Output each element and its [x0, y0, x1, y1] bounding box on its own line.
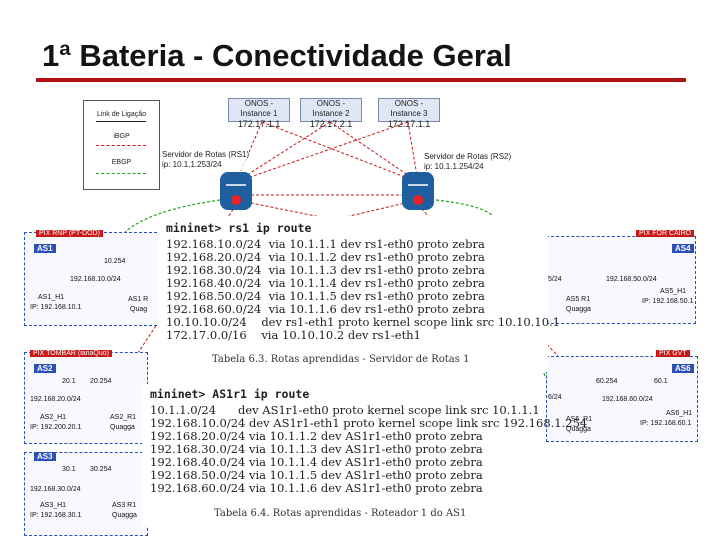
as3-router: AS3 R1: [112, 502, 137, 509]
route-row: 10.1.1.0/24 dev AS1r1-eth0 proto kernel …: [150, 403, 540, 417]
as2-ip: IP: 192.200.20.1: [30, 424, 82, 431]
slide-title: 1ª Bateria - Conectividade Geral: [42, 38, 512, 73]
rs2-router-icon: [402, 172, 434, 210]
legend-ibgp-line: [96, 145, 146, 146]
onos-name: ONOS - Instance 2: [312, 99, 350, 118]
as6-host-ip: 60.1: [654, 378, 668, 385]
as2-num: AS2: [34, 364, 56, 373]
as6-quagga: Quagga: [566, 426, 591, 433]
as6-gw: 60.254: [596, 378, 618, 385]
rs1-router-icon: [220, 172, 252, 210]
as6-router: AS6_R1: [566, 416, 593, 423]
as5-left-net: 5/24: [548, 276, 562, 283]
legend-link-line: [96, 121, 146, 122]
as1r1-command: mininet> AS1r1 ip route: [150, 387, 310, 401]
onos-instance-1: ONOS - Instance 1 172.17.1.1: [228, 98, 290, 129]
route-table-as1r1: mininet> AS1r1 ip route 10.1.1.0/24 dev …: [142, 384, 587, 526]
as6-num: AS6: [672, 364, 694, 373]
as2-gw: 20.254: [90, 378, 112, 385]
as5-net: 192.168.50.0/24: [606, 276, 657, 283]
as1-router: AS1 R: [128, 296, 149, 303]
rs2-ip: ip: 10.1.1.254/24: [424, 162, 484, 171]
route-row: 192.168.60.0/24 via 10.1.1.6 dev AS1r1-e…: [150, 481, 483, 495]
onos-name: ONOS - Instance 1: [240, 99, 278, 118]
rs2-name: Servidor de Rotas (RS2): [424, 152, 512, 161]
as2-host-ip: 20.1: [62, 378, 76, 385]
route-row: 172.17.0.0/16 via 10.10.10.2 dev rs1-eth…: [166, 328, 421, 342]
route-row: 192.168.10.0/24 dev AS1r1-eth1 proto ker…: [150, 416, 588, 430]
rs1-command: mininet> rs1 ip route: [166, 221, 312, 235]
route-row: 192.168.60.0/24 via 10.1.1.6 dev rs1-eth…: [166, 302, 485, 316]
as3-gw: 30.254: [90, 466, 112, 473]
as6-tag: PIX GVT: [656, 350, 690, 357]
as1-quagga: Quag: [130, 306, 148, 313]
as2-host: AS2_H1: [40, 414, 67, 421]
as5-tag: PIX FOR CAIRO: [636, 230, 695, 237]
as5-quagga: Quagga: [566, 306, 591, 313]
route-row: 192.168.50.0/24 via 10.1.1.5 dev AS1r1-e…: [150, 468, 483, 482]
route-row: 192.168.10.0/24 via 10.1.1.1 dev rs1-eth…: [166, 237, 485, 251]
as3-quagga: Quagga: [112, 512, 137, 519]
onos-ip: 172.17.1.1: [387, 119, 431, 129]
legend-link: Link de Ligação: [96, 111, 147, 118]
as2-net: 192.168.20.0/24: [30, 396, 81, 403]
legend-box: Link de Ligação iBGP EBGP: [83, 100, 160, 190]
title-rule: [36, 78, 686, 82]
legend-ebgp: EBGP: [111, 159, 132, 166]
rs1-ip: ip: 10.1.1.253/24: [162, 160, 222, 169]
as3-host: AS3_H1: [40, 502, 67, 509]
as6-net: 192.168.60.0/24: [602, 396, 653, 403]
as3-net: 192.168.30.0/24: [30, 486, 81, 493]
onos-instance-3: ONOS - Instance 3 172.17.1.1: [378, 98, 440, 129]
table1-caption: Tabela 6.3. Rotas aprendidas - Servidor …: [212, 354, 470, 365]
legend-ebgp-line: [96, 173, 146, 174]
as1-ip: IP: 192.168.10.1: [30, 304, 82, 311]
route-row: 192.168.40.0/24 via 10.1.1.4 dev AS1r1-e…: [150, 455, 483, 469]
as1-net: 192.168.10.0/24: [70, 276, 121, 283]
route-row: 192.168.30.0/24 via 10.1.1.3 dev AS1r1-e…: [150, 442, 483, 456]
route-row: 192.168.50.0/24 via 10.1.1.5 dev rs1-eth…: [166, 289, 485, 303]
as6-left-net: 6/24: [548, 394, 562, 401]
onos-name: ONOS - Instance 3: [390, 99, 428, 118]
table2-caption: Tabela 6.4. Rotas aprendidas - Roteador …: [214, 508, 467, 519]
onos-ip: 172.17.2.1: [309, 119, 353, 129]
route-row: 192.168.30.0/24 via 10.1.1.3 dev rs1-eth…: [166, 263, 485, 277]
as1-num: AS1: [34, 244, 56, 253]
route-table-rs1: mininet> rs1 ip route 192.168.10.0/24 vi…: [158, 216, 560, 372]
as1-host: AS1_H1: [38, 294, 65, 301]
as3-num: AS3: [34, 452, 56, 461]
as1-tag: PIX RNP (PT-DOD): [36, 230, 103, 237]
as1-gw: 10.254: [104, 258, 126, 265]
as5-panel: [546, 236, 696, 324]
route-row: 192.168.20.0/24 via 10.1.1.2 dev AS1r1-e…: [150, 429, 483, 443]
as2-router: AS2_R1: [110, 414, 137, 421]
rs2-label: Servidor de Rotas (RS2) ip: 10.1.1.254/2…: [424, 152, 512, 172]
as6-ip: IP: 192.168.60.1: [640, 420, 692, 427]
legend-ibgp: iBGP: [113, 133, 130, 140]
as5-router: AS5 R1: [566, 296, 591, 303]
as5-host: AS5_H1: [660, 288, 687, 295]
as2-quagga: Quagga: [110, 424, 135, 431]
as5-num: AS4: [672, 244, 694, 253]
as3-host-ip: 30.1: [62, 466, 76, 473]
rs1-label: Servidor de Rotas (RS1) ip: 10.1.1.253/2…: [162, 150, 250, 170]
as3-panel: [24, 452, 148, 536]
as2-tag: PIX TOMBAR (ianaQuo): [30, 350, 112, 357]
onos-instance-2: ONOS - Instance 2 172.17.2.1: [300, 98, 362, 129]
route-row: 192.168.40.0/24 via 10.1.1.4 dev rs1-eth…: [166, 276, 485, 290]
as6-host: AS6_H1: [666, 410, 693, 417]
as5-ip: IP: 192.168.50.1: [642, 298, 694, 305]
onos-ip: 172.17.1.1: [237, 119, 281, 129]
rs1-name: Servidor de Rotas (RS1): [162, 150, 250, 159]
route-row: 10.10.10.0/24 dev rs1-eth1 proto kernel …: [166, 315, 560, 329]
as3-ip: IP: 192.168.30.1: [30, 512, 82, 519]
route-row: 192.168.20.0/24 via 10.1.1.2 dev rs1-eth…: [166, 250, 485, 264]
